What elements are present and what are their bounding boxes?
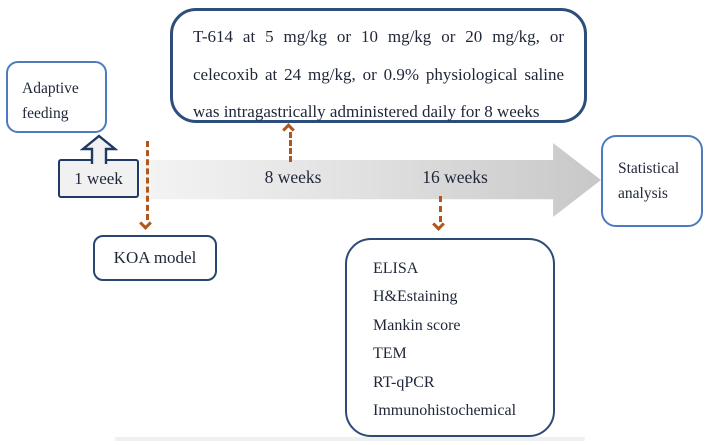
outcome-item-elisa: ELISA bbox=[373, 260, 419, 277]
bottom-divider-strip bbox=[115, 437, 585, 441]
treatment-line-2: celecoxib at 24 mg/kg, or 0.9% physiolog… bbox=[193, 64, 564, 84]
treatment-line-3: was intragastrically administered daily … bbox=[193, 102, 540, 121]
timeline-label-16-weeks: 16 weeks bbox=[422, 167, 488, 187]
dashed-line-to-koa-model bbox=[145, 141, 149, 220]
adaptive-feeding-line-1: Adaptive bbox=[22, 80, 79, 97]
statistical-analysis-line-1: Statistical bbox=[618, 160, 680, 177]
one-week-box: 1 week bbox=[58, 159, 139, 198]
adaptive-feeding-box: Adaptive feeding bbox=[6, 61, 107, 133]
arrow-down-icon bbox=[139, 217, 152, 230]
timeline-label-8-weeks: 8 weeks bbox=[264, 167, 322, 187]
adaptive-feeding-line-2: feeding bbox=[22, 105, 69, 122]
outcomes-box: ELISA H&Estaining Mankin score TEM RT-qP… bbox=[345, 238, 555, 437]
arrow-down-icon bbox=[432, 218, 445, 231]
treatment-line-1: T-614 at 5 mg/kg or 10 mg/kg or 20 mg/kg… bbox=[193, 27, 564, 46]
timeline-arrow bbox=[140, 143, 601, 217]
statistical-analysis-box: Statistical analysis bbox=[601, 135, 703, 227]
koa-model-label: KOA model bbox=[113, 248, 197, 267]
outcome-item-tem: TEM bbox=[373, 345, 407, 363]
koa-model-box: KOA model bbox=[93, 235, 217, 281]
outcome-item-mankin-score: Mankin score bbox=[373, 316, 461, 334]
statistical-analysis-line-2: analysis bbox=[618, 185, 668, 202]
outcome-item-rt-qpcr: RT-qPCR bbox=[373, 373, 435, 391]
dashed-line-to-treatment bbox=[288, 132, 292, 162]
one-week-label: 1 week bbox=[74, 168, 123, 188]
treatment-box: T-614 at 5 mg/kg or 10 mg/kg or 20 mg/kg… bbox=[170, 8, 587, 123]
outcome-item-immunohistochemical: Immunohistochemical bbox=[373, 402, 517, 420]
outcome-item-he-staining: H&Estaining bbox=[373, 288, 458, 306]
dashed-line-to-outcomes bbox=[438, 196, 442, 222]
block-up-arrow-icon bbox=[80, 134, 118, 164]
